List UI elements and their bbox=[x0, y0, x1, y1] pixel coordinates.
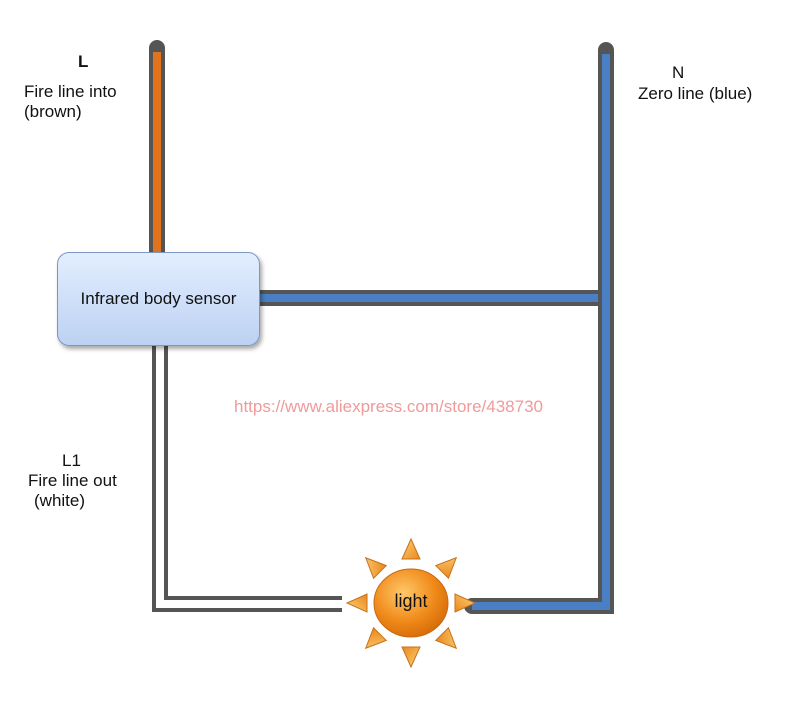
store-watermark: https://www.aliexpress.com/store/438730 bbox=[234, 397, 543, 416]
sun-ray bbox=[434, 556, 458, 580]
label-n-line1: Zero line (blue) bbox=[638, 84, 753, 103]
label-l-line2: (brown) bbox=[24, 102, 82, 121]
sensor-label: Infrared body sensor bbox=[80, 289, 237, 308]
label-l-title: L bbox=[78, 52, 89, 71]
sun-ray bbox=[401, 646, 421, 669]
light-rays bbox=[345, 537, 477, 669]
infrared-body-sensor: Infrared body sensor bbox=[57, 252, 260, 346]
blue-neutral-wire bbox=[260, 42, 614, 614]
light-label: light bbox=[394, 591, 428, 611]
light-bulb-sun bbox=[373, 568, 449, 638]
sun-ray bbox=[364, 626, 388, 650]
sun-ray bbox=[364, 556, 388, 580]
sun-ray bbox=[401, 537, 421, 560]
sun-ray bbox=[345, 593, 368, 613]
white-switched-wire bbox=[152, 346, 342, 612]
label-n-title: N bbox=[672, 63, 685, 82]
sun-ray bbox=[454, 593, 477, 613]
label-l-line1: Fire line into bbox=[24, 82, 117, 101]
label-l1-line1: Fire line out bbox=[28, 471, 117, 490]
label-l1-line2: (white) bbox=[34, 491, 86, 510]
label-l1-title: L1 bbox=[62, 451, 81, 470]
sun-ray bbox=[434, 626, 458, 650]
